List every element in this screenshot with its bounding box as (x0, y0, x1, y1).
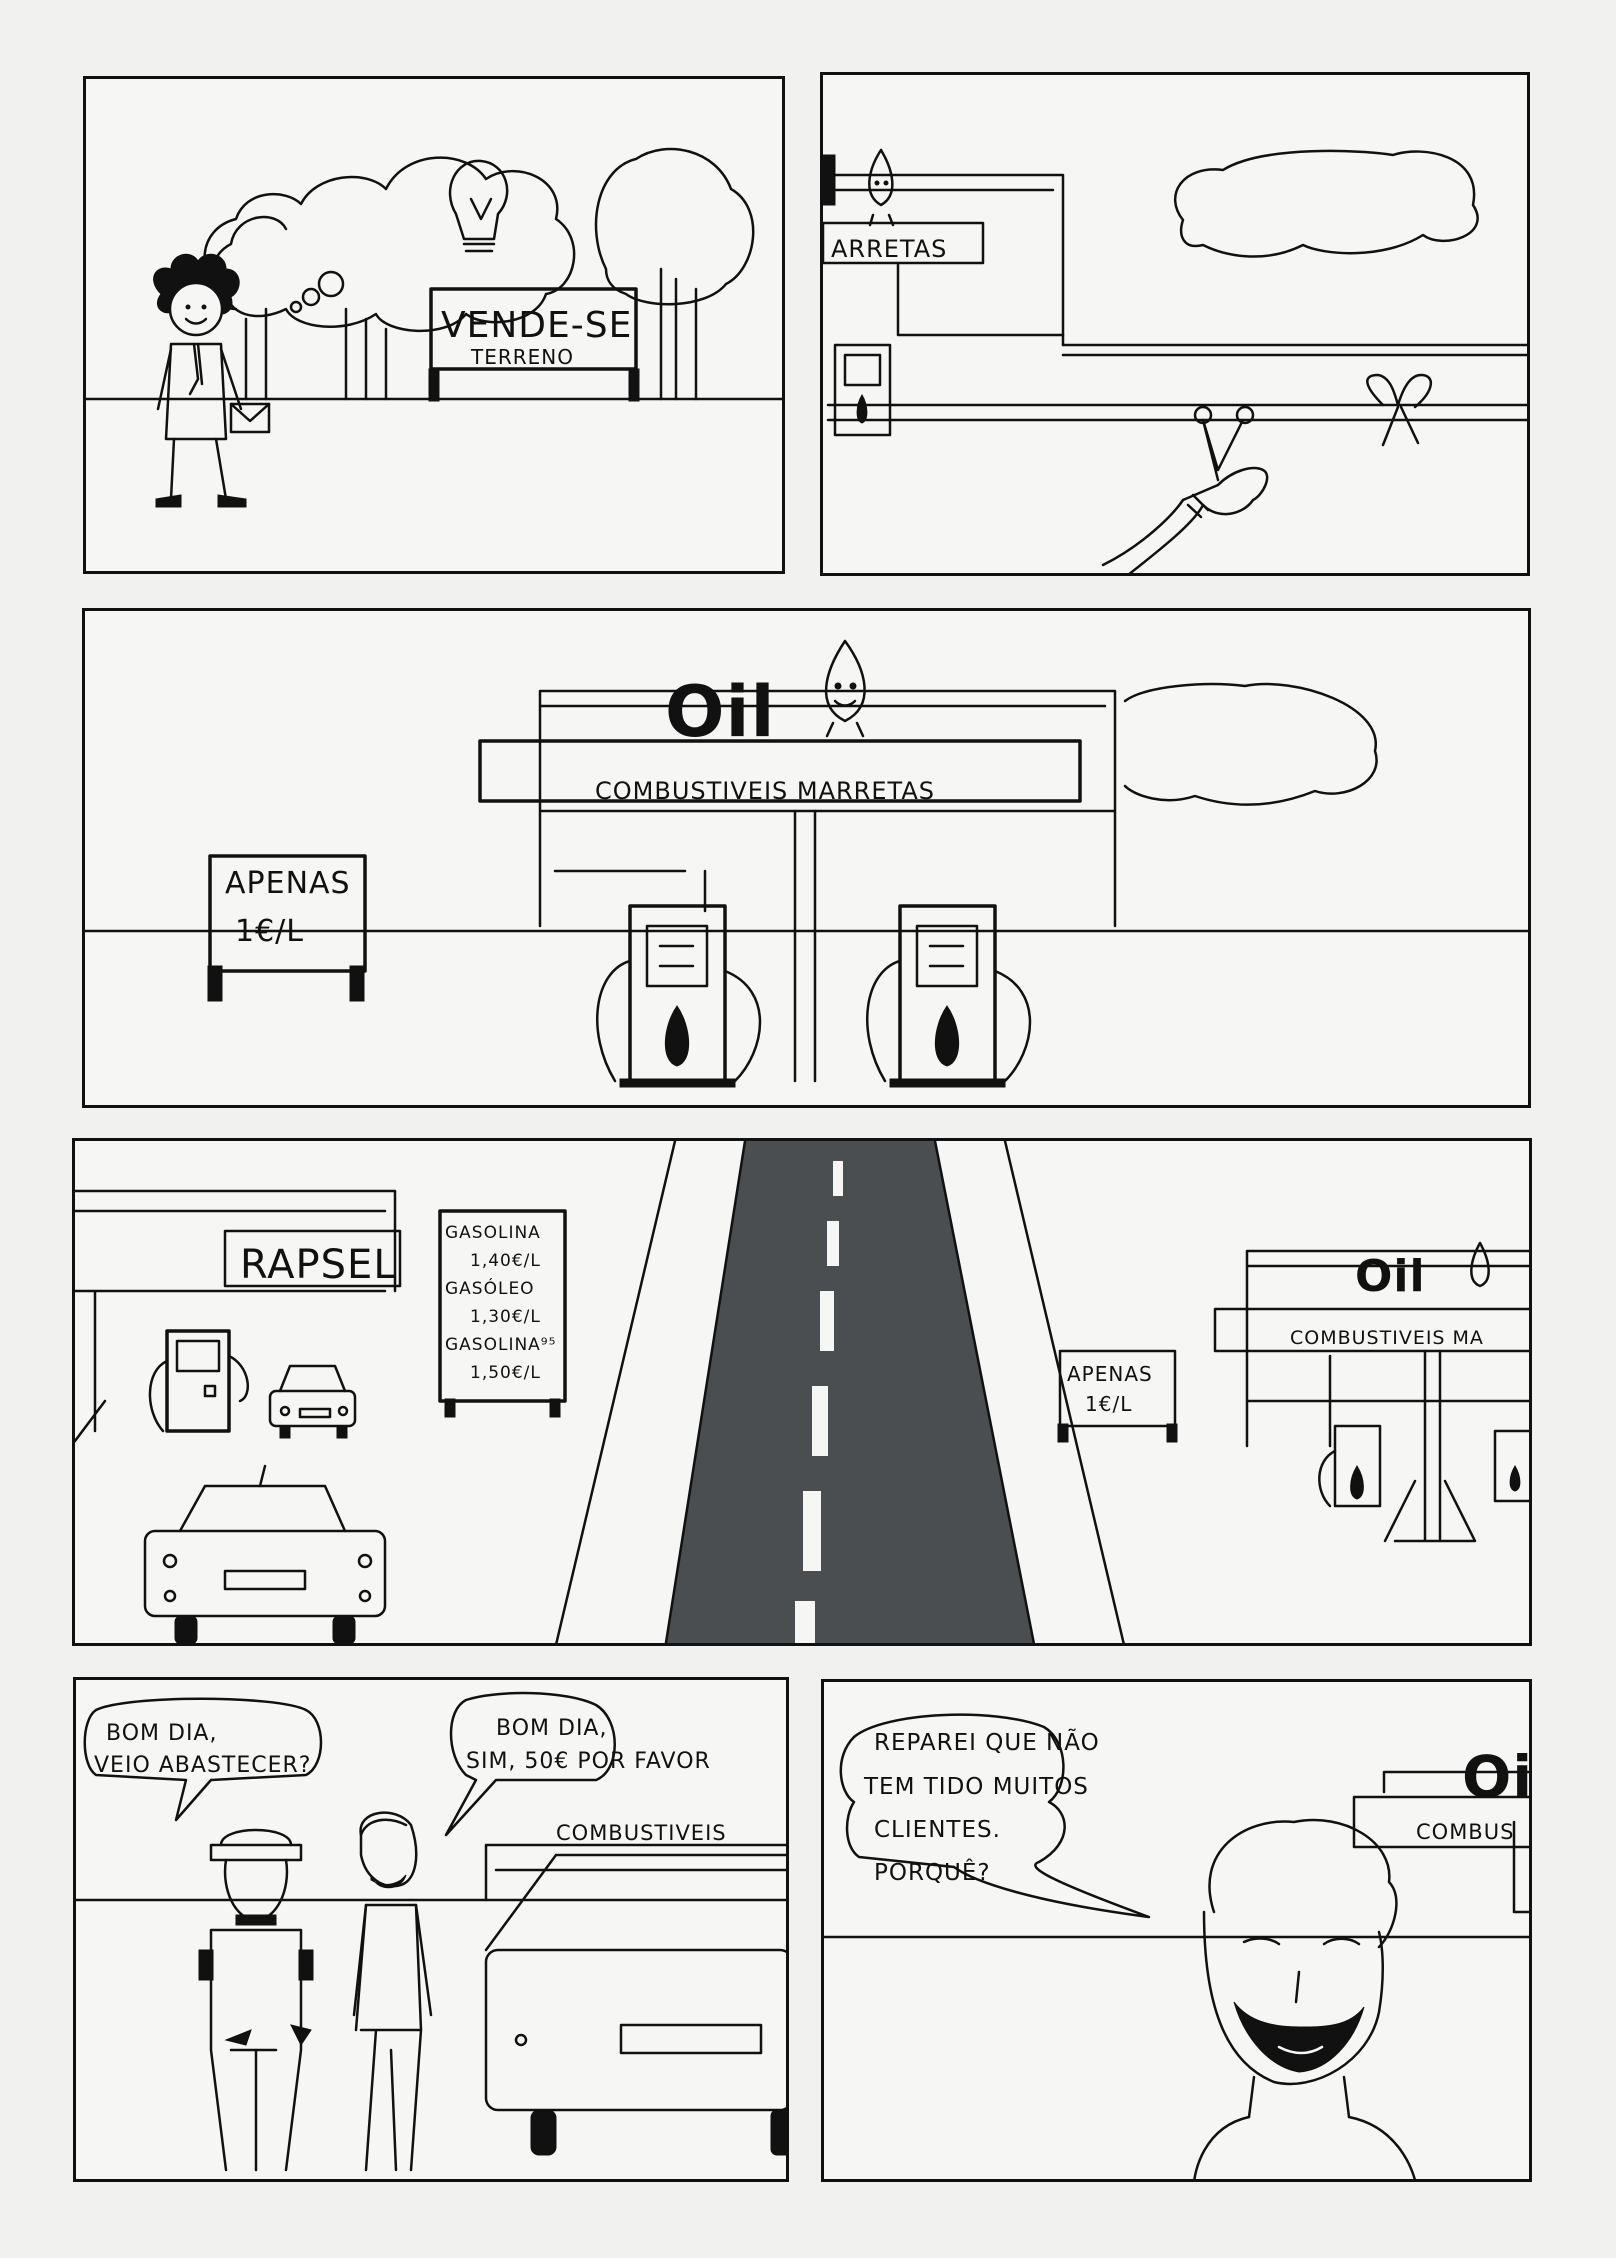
right-station-name: COMBUSTIVEIS MA (1290, 1327, 1484, 1349)
panel-1-drawing: VENDE-SE TERRENO (86, 147, 782, 508)
attendant-speech-line1: BOM DIA, (106, 1721, 217, 1746)
panel-4-road-competitors: RAPSEL (72, 1138, 1532, 1646)
panel-5-greeting: COMBUSTIVEIS BOM DIA, VEIO ABASTECER? BO… (73, 1677, 789, 2182)
background-oil-logo: Oi (1462, 1743, 1532, 1811)
right-oil-logo: Oil (1355, 1251, 1426, 1302)
background-station-name: COMBUSTIVEIS (556, 1821, 727, 1845)
price-board-price-1: 1,40€/L (470, 1251, 541, 1271)
price-board-price-3: 1,50€/L (470, 1363, 541, 1383)
sign-sell-line1: VENDE-SE (441, 305, 632, 346)
price-sign-line1: APENAS (225, 866, 351, 901)
panel-6-drawing: COMBUS Oi REPAREI QUE NÃO TEM TIDO MUITO… (824, 1713, 1532, 2179)
station-name-sign: COMBUSTIVEIS MARRETAS (595, 777, 935, 805)
price-sign-line2: 1€/L (235, 914, 304, 949)
panel-6-question: COMBUS Oi REPAREI QUE NÃO TEM TIDO MUITO… (821, 1679, 1532, 2182)
panel-2-drawing: ARRETAS (823, 148, 1527, 573)
price-board-item-1: GASOLINA (445, 1223, 541, 1243)
panel-4-drawing: RAPSEL (75, 1141, 1529, 1643)
customer-speech-line2: SIM, 50€ POR FAVOR (466, 1749, 711, 1774)
price-board-price-2: 1,30€/L (470, 1307, 541, 1327)
speech-line2: TEM TIDO MUITOS (863, 1774, 1089, 1800)
panel-1-land-for-sale: VENDE-SE TERRENO (83, 76, 785, 574)
oil-logo: Oil (665, 671, 776, 753)
attendant-speech-line2: VEIO ABASTECER? (94, 1753, 311, 1778)
sign-sell-line2: TERRENO (470, 345, 574, 369)
panel-3-gas-station: COMBUSTIVEIS MARRETAS Oil (82, 608, 1531, 1108)
panel-3-drawing: COMBUSTIVEIS MARRETAS Oil (85, 639, 1528, 1088)
right-sign-line2: 1€/L (1085, 1392, 1132, 1416)
speech-line1: REPAREI QUE NÃO (874, 1728, 1100, 1756)
competitor-name: RAPSEL (240, 1242, 397, 1288)
station-sign-partial: ARRETAS (831, 235, 947, 263)
speech-line4: PORQUÊ? (874, 1858, 991, 1886)
panel-5-drawing: COMBUSTIVEIS BOM DIA, VEIO ABASTECER? BO… (76, 1691, 786, 2172)
road-lane-markings (795, 1161, 843, 1643)
speech-line3: CLIENTES. (874, 1817, 1001, 1843)
price-board-item-3: GASOLINA⁹⁵ (445, 1335, 556, 1355)
price-board-item-2: GASÓLEO (445, 1277, 535, 1299)
customer-speech-line1: BOM DIA, (496, 1716, 607, 1741)
background-station-name: COMBUS (1416, 1820, 1514, 1844)
right-sign-line1: APENAS (1067, 1362, 1153, 1386)
panel-2-ribbon-cutting: ARRETAS (820, 72, 1530, 576)
